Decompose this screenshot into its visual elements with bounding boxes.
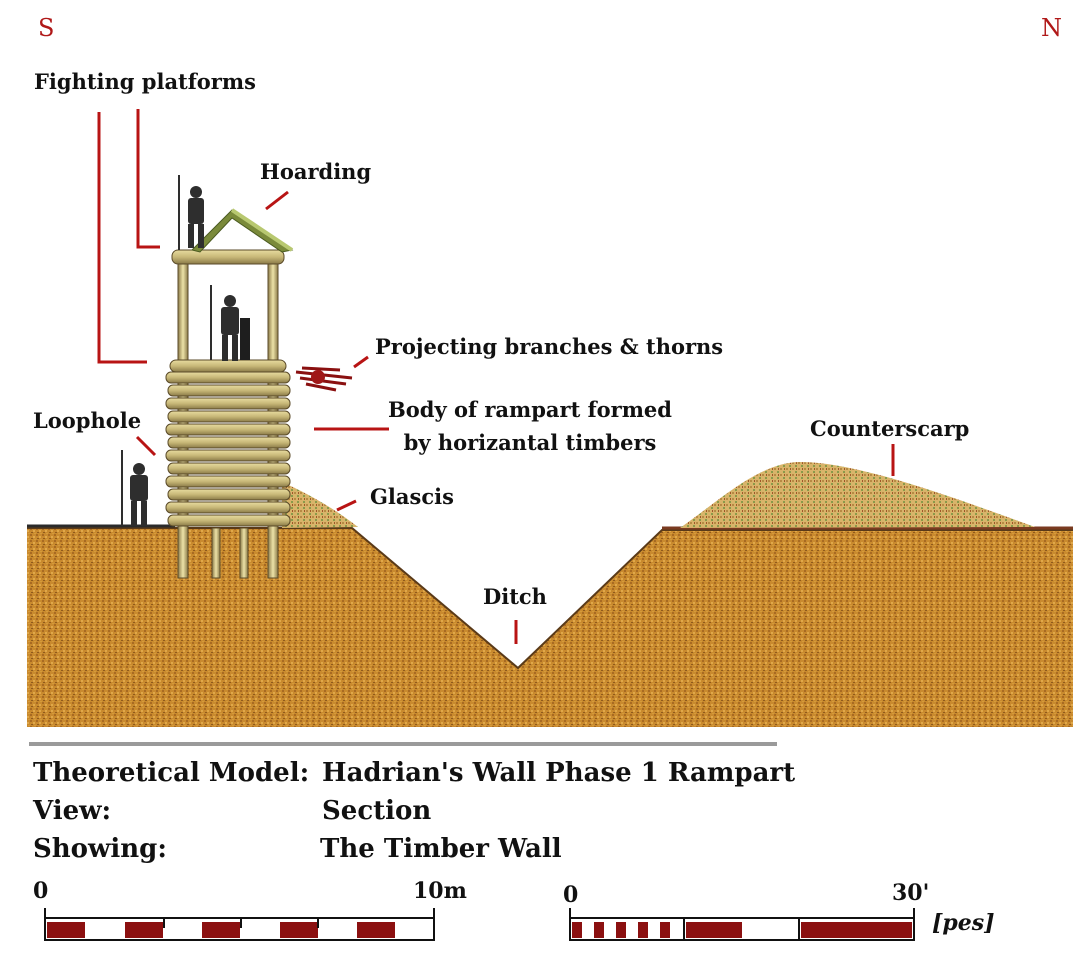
timber-tower bbox=[165, 208, 294, 579]
divider-line bbox=[29, 742, 777, 746]
caption-model-value: Hadrian's Wall Phase 1 Rampart bbox=[322, 758, 796, 788]
metric-scale-start: 0 bbox=[33, 878, 49, 904]
caption-showing-key: Showing: bbox=[33, 834, 167, 864]
caption-view-key: View: bbox=[33, 796, 112, 826]
glascis-slope bbox=[282, 482, 358, 528]
leader-loophole bbox=[135, 435, 157, 457]
compass-south: S bbox=[38, 14, 55, 42]
soldier-middle bbox=[210, 285, 250, 361]
caption-showing-value: The Timber Wall bbox=[320, 834, 562, 864]
pes-scale-start: 0 bbox=[563, 882, 579, 908]
pes-scale-unit: [pes] bbox=[932, 910, 995, 936]
label-fighting-platforms: Fighting platforms bbox=[34, 69, 256, 94]
soldier-top bbox=[178, 175, 204, 250]
pes-scale-end: 30' bbox=[892, 880, 930, 906]
metric-scale-end: 10m bbox=[413, 878, 467, 904]
label-projecting-branches: Projecting branches & thorns bbox=[375, 334, 724, 359]
compass-north: N bbox=[1041, 14, 1062, 42]
leader-hoarding bbox=[265, 190, 289, 211]
projecting-branches bbox=[295, 366, 353, 392]
caption-model-key: Theoretical Model: bbox=[33, 758, 310, 788]
label-body-of-rampart-line1: Body of rampart formed bbox=[388, 397, 672, 422]
label-loophole: Loophole bbox=[33, 408, 142, 433]
scale-bar-pes bbox=[569, 908, 915, 941]
leader-glascis bbox=[336, 499, 357, 512]
label-ditch: Ditch bbox=[483, 584, 547, 609]
scale-bar-metric bbox=[44, 908, 435, 941]
label-hoarding: Hoarding bbox=[260, 159, 372, 184]
soldier-ground bbox=[121, 450, 148, 526]
label-glascis: Glascis bbox=[370, 484, 454, 509]
ground-soil bbox=[27, 528, 1073, 727]
leader-lines bbox=[97, 109, 895, 644]
leader-fighting-platforms-upper bbox=[136, 109, 160, 249]
caption-view-value: Section bbox=[322, 796, 432, 826]
leader-projecting-branches bbox=[353, 355, 369, 369]
label-counterscarp: Counterscarp bbox=[810, 416, 970, 441]
counterscarp-mound bbox=[680, 462, 1035, 528]
leader-fighting-platforms-lower bbox=[97, 112, 147, 364]
label-body-of-rampart-line2: by horizantal timbers bbox=[403, 430, 657, 455]
